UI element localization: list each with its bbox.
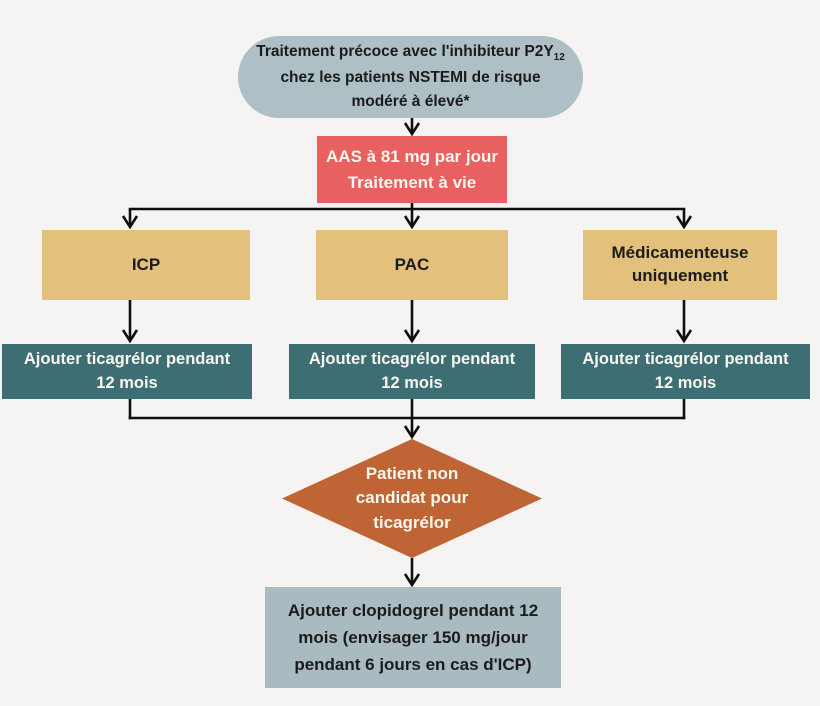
arrowhead-start-aspirin — [403, 122, 421, 137]
start-line-1: Traitement précoce avec l'inhibiteur P2Y… — [256, 43, 565, 64]
node-ticagrelor-pac: Ajouter ticagrélor pendant 12 mois — [289, 344, 535, 399]
arrowhead-pac-ticagrelor — [403, 329, 421, 344]
arrowhead-ticagrelor-decision — [403, 425, 421, 440]
node-ticagrelor-icp: Ajouter ticagrélor pendant 12 mois — [2, 344, 252, 399]
start-line-2: chez les patients NSTEMI de risque — [280, 68, 541, 86]
node-medical-only: Médicamenteuse uniquement — [583, 230, 777, 300]
start-line-3: modéré à élevé* — [351, 92, 470, 110]
arrowhead-branch-medical — [675, 215, 693, 230]
node-clopidogrel: Ajouter clopidogrel pendant 12 mois (env… — [265, 587, 561, 688]
node-aspirin: AAS à 81 mg par jour Traitement à vie — [317, 136, 507, 203]
arrowhead-branch-pac — [403, 215, 421, 230]
arrowhead-medical-ticagrelor — [675, 329, 693, 344]
node-pac: PAC — [316, 230, 508, 300]
arrowhead-decision-clopidogrel — [403, 573, 421, 588]
p2y12-subscript: 12 — [553, 52, 565, 64]
node-start-terminator: Traitement précoce avec l'inhibiteur P2Y… — [238, 36, 583, 118]
node-ticagrelor-medical: Ajouter ticagrélor pendant 12 mois — [561, 344, 810, 399]
arrowhead-icp-ticagrelor — [121, 329, 139, 344]
arrowhead-branch-icp — [121, 215, 139, 230]
node-decision-diamond: Patient non candidat pour ticagrélor — [282, 439, 542, 558]
node-icp: ICP — [42, 230, 250, 300]
